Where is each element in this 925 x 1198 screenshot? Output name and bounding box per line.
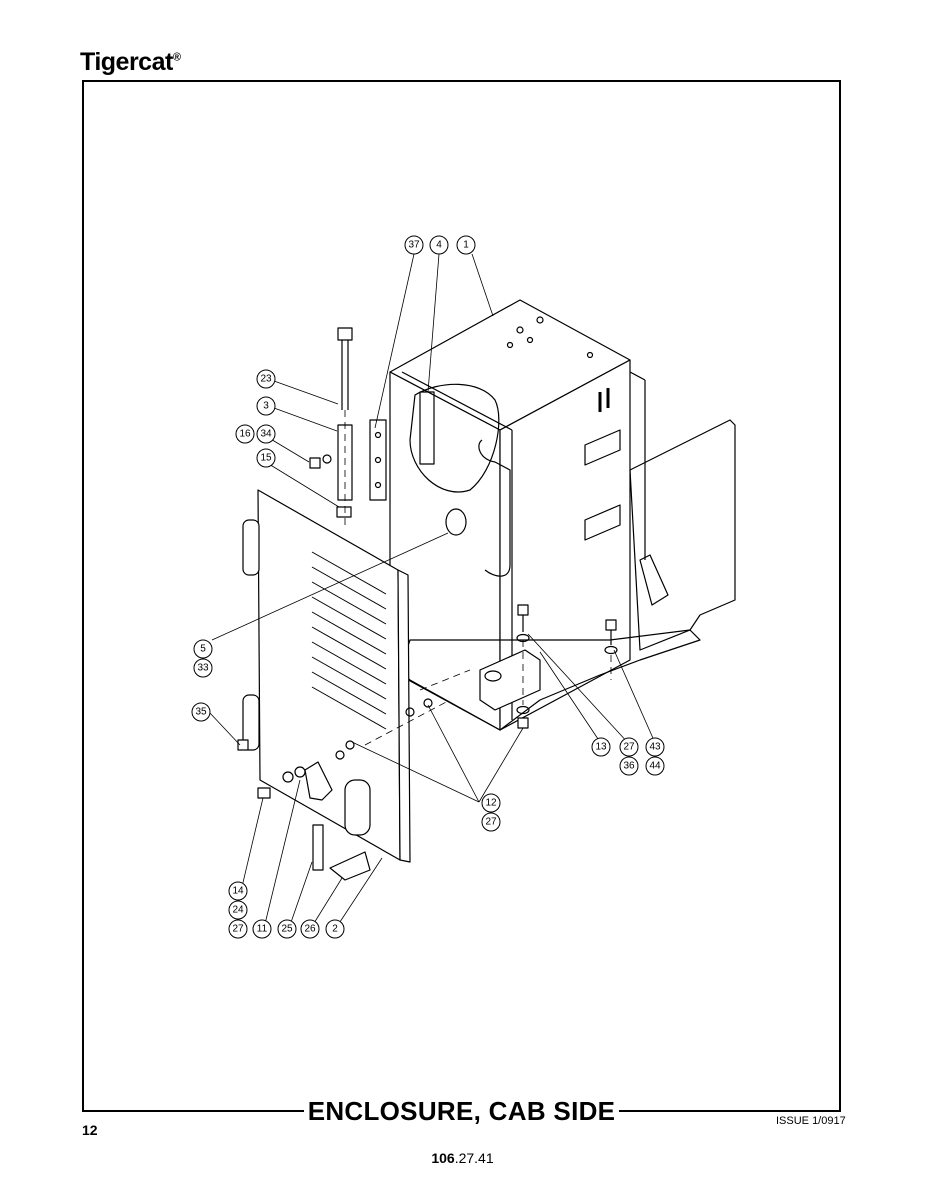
callout-35: 35 bbox=[191, 702, 211, 722]
svg-text:4: 4 bbox=[436, 240, 442, 251]
svg-text:37: 37 bbox=[408, 240, 420, 251]
svg-text:16: 16 bbox=[239, 429, 251, 440]
svg-text:2: 2 bbox=[332, 924, 338, 935]
callout-11: 11 bbox=[252, 919, 272, 939]
svg-text:33: 33 bbox=[197, 663, 209, 674]
leader-lines bbox=[208, 253, 657, 929]
page-number: 12 bbox=[82, 1122, 98, 1138]
callout-3: 3 bbox=[256, 396, 276, 416]
doc-code-rest: .27.41 bbox=[454, 1150, 494, 1166]
doc-code-bold: 106 bbox=[431, 1150, 455, 1166]
callout-25: 25 bbox=[277, 919, 297, 939]
enclosure-box bbox=[389, 299, 736, 731]
callout-27-b: 27 bbox=[481, 812, 501, 832]
svg-text:24: 24 bbox=[232, 905, 244, 916]
svg-text:3: 3 bbox=[263, 401, 269, 412]
bracket-hardware bbox=[479, 604, 618, 729]
latch-parts bbox=[257, 698, 433, 881]
exploded-parts-diagram: 37 4 1 23 3 16 34 15 5 33 35 13 27 43 36… bbox=[191, 235, 736, 939]
svg-text:35: 35 bbox=[195, 707, 207, 718]
alignment-lines bbox=[344, 410, 612, 746]
callout-14: 14 bbox=[228, 881, 248, 901]
callout-16: 16 bbox=[235, 424, 255, 444]
title-bar: ENCLOSURE, CAB SIDE bbox=[84, 1096, 839, 1130]
svg-text:27: 27 bbox=[485, 817, 497, 828]
callout-27-a: 27 bbox=[619, 737, 639, 757]
callout-13: 13 bbox=[591, 737, 611, 757]
svg-text:36: 36 bbox=[623, 761, 635, 772]
callout-5: 5 bbox=[193, 639, 213, 659]
brand-name: Tigercat bbox=[80, 48, 173, 76]
svg-text:13: 13 bbox=[595, 742, 607, 753]
svg-text:43: 43 bbox=[649, 742, 661, 753]
callout-2: 2 bbox=[325, 919, 345, 939]
door-panel bbox=[242, 489, 411, 863]
callout-33: 33 bbox=[193, 658, 213, 678]
callout-44: 44 bbox=[645, 756, 665, 776]
svg-text:12: 12 bbox=[485, 798, 497, 809]
svg-text:23: 23 bbox=[260, 374, 272, 385]
callout-26: 26 bbox=[300, 919, 320, 939]
svg-text:34: 34 bbox=[260, 429, 272, 440]
document-code: 106.27.41 bbox=[0, 1150, 925, 1166]
svg-text:26: 26 bbox=[304, 924, 316, 935]
svg-text:25: 25 bbox=[281, 924, 293, 935]
registered-mark: ® bbox=[172, 51, 181, 64]
callout-1: 1 bbox=[456, 235, 476, 255]
callout-34: 34 bbox=[256, 424, 276, 444]
svg-text:15: 15 bbox=[260, 453, 272, 464]
page-title: ENCLOSURE, CAB SIDE bbox=[84, 1096, 839, 1127]
svg-text:27: 27 bbox=[232, 924, 244, 935]
svg-text:14: 14 bbox=[232, 886, 244, 897]
callout-24: 24 bbox=[228, 900, 248, 920]
svg-text:27: 27 bbox=[623, 742, 635, 753]
callout-36: 36 bbox=[619, 756, 639, 776]
brand-logo: Tigercat® bbox=[80, 48, 181, 77]
issue-label: ISSUE 1/0917 bbox=[776, 1115, 846, 1127]
callout-27-c: 27 bbox=[228, 919, 248, 939]
callout-balloons: 37 4 1 23 3 16 34 15 5 33 35 13 27 43 36… bbox=[191, 235, 665, 939]
callout-23: 23 bbox=[256, 369, 276, 389]
callout-12: 12 bbox=[481, 793, 501, 813]
callout-37: 37 bbox=[404, 235, 424, 255]
svg-text:44: 44 bbox=[649, 761, 661, 772]
svg-text:5: 5 bbox=[200, 644, 206, 655]
callout-4: 4 bbox=[429, 235, 449, 255]
svg-text:11: 11 bbox=[257, 924, 268, 935]
callout-43: 43 bbox=[645, 737, 665, 757]
callout-15: 15 bbox=[256, 448, 276, 468]
svg-text:1: 1 bbox=[463, 240, 469, 251]
